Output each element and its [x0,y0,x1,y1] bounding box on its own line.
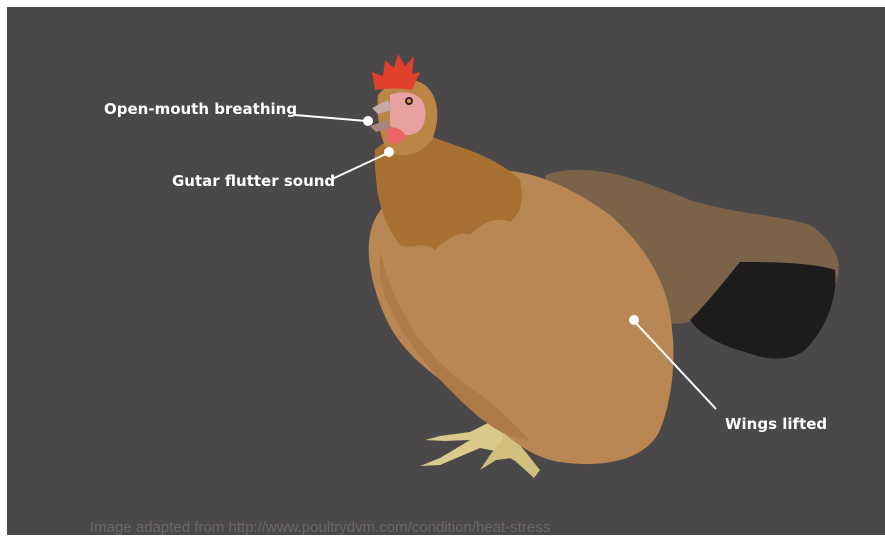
callout-label-open-mouth: Open-mouth breathing [104,100,297,118]
callout-label-gular-flutter: Gutar flutter sound [172,172,335,190]
callout-dot-open-mouth [363,116,373,126]
hen-eye-ring [407,99,411,103]
callout-label-wings: Wings lifted [725,415,827,433]
callout-dot-wings [629,315,639,325]
callout-line-open-mouth [295,115,366,121]
hen-comb [372,54,420,90]
callout-dot-gular-flutter [384,147,394,157]
image-source-caption: Image adapted from http://www.poultrydvm… [90,519,550,536]
